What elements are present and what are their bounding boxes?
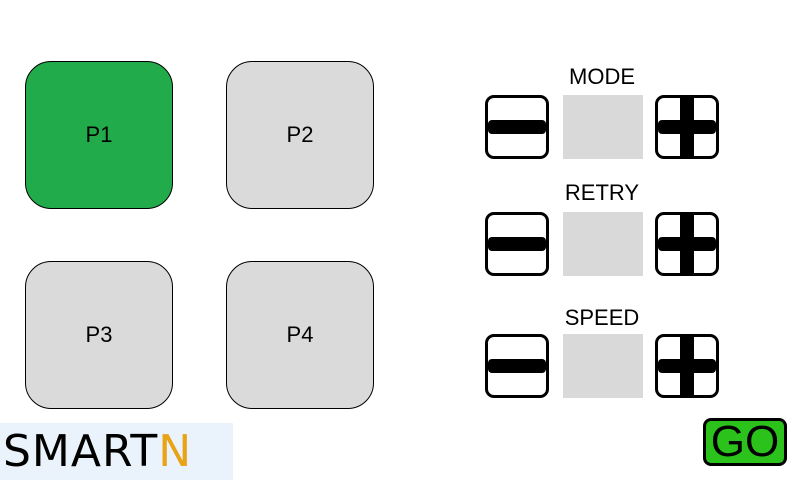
go-button[interactable]: GO (703, 418, 787, 466)
minus-icon (488, 120, 546, 134)
preset-button-p3[interactable]: P3 (25, 261, 173, 409)
minus-icon (488, 359, 546, 373)
logo-text: SMART (3, 425, 159, 477)
speed-value-display (563, 334, 643, 398)
mode-decrement-button[interactable] (485, 95, 549, 159)
retry-decrement-button[interactable] (485, 212, 549, 276)
mode-label: MODE (569, 64, 635, 89)
preset-button-p2[interactable]: P2 (226, 61, 374, 209)
retry-value-display (563, 212, 643, 276)
logo-mark: N (158, 425, 192, 477)
preset-button-p1[interactable]: P1 (25, 61, 173, 209)
mode-value-display (563, 95, 643, 159)
mode-increment-button[interactable] (655, 95, 719, 159)
speed-increment-button[interactable] (655, 334, 719, 398)
preset-button-p4[interactable]: P4 (226, 261, 374, 409)
speed-decrement-button[interactable] (485, 334, 549, 398)
retry-label: RETRY (564, 180, 640, 205)
minus-icon (488, 237, 546, 251)
retry-increment-button[interactable] (655, 212, 719, 276)
speed-label: SPEED (564, 305, 640, 330)
